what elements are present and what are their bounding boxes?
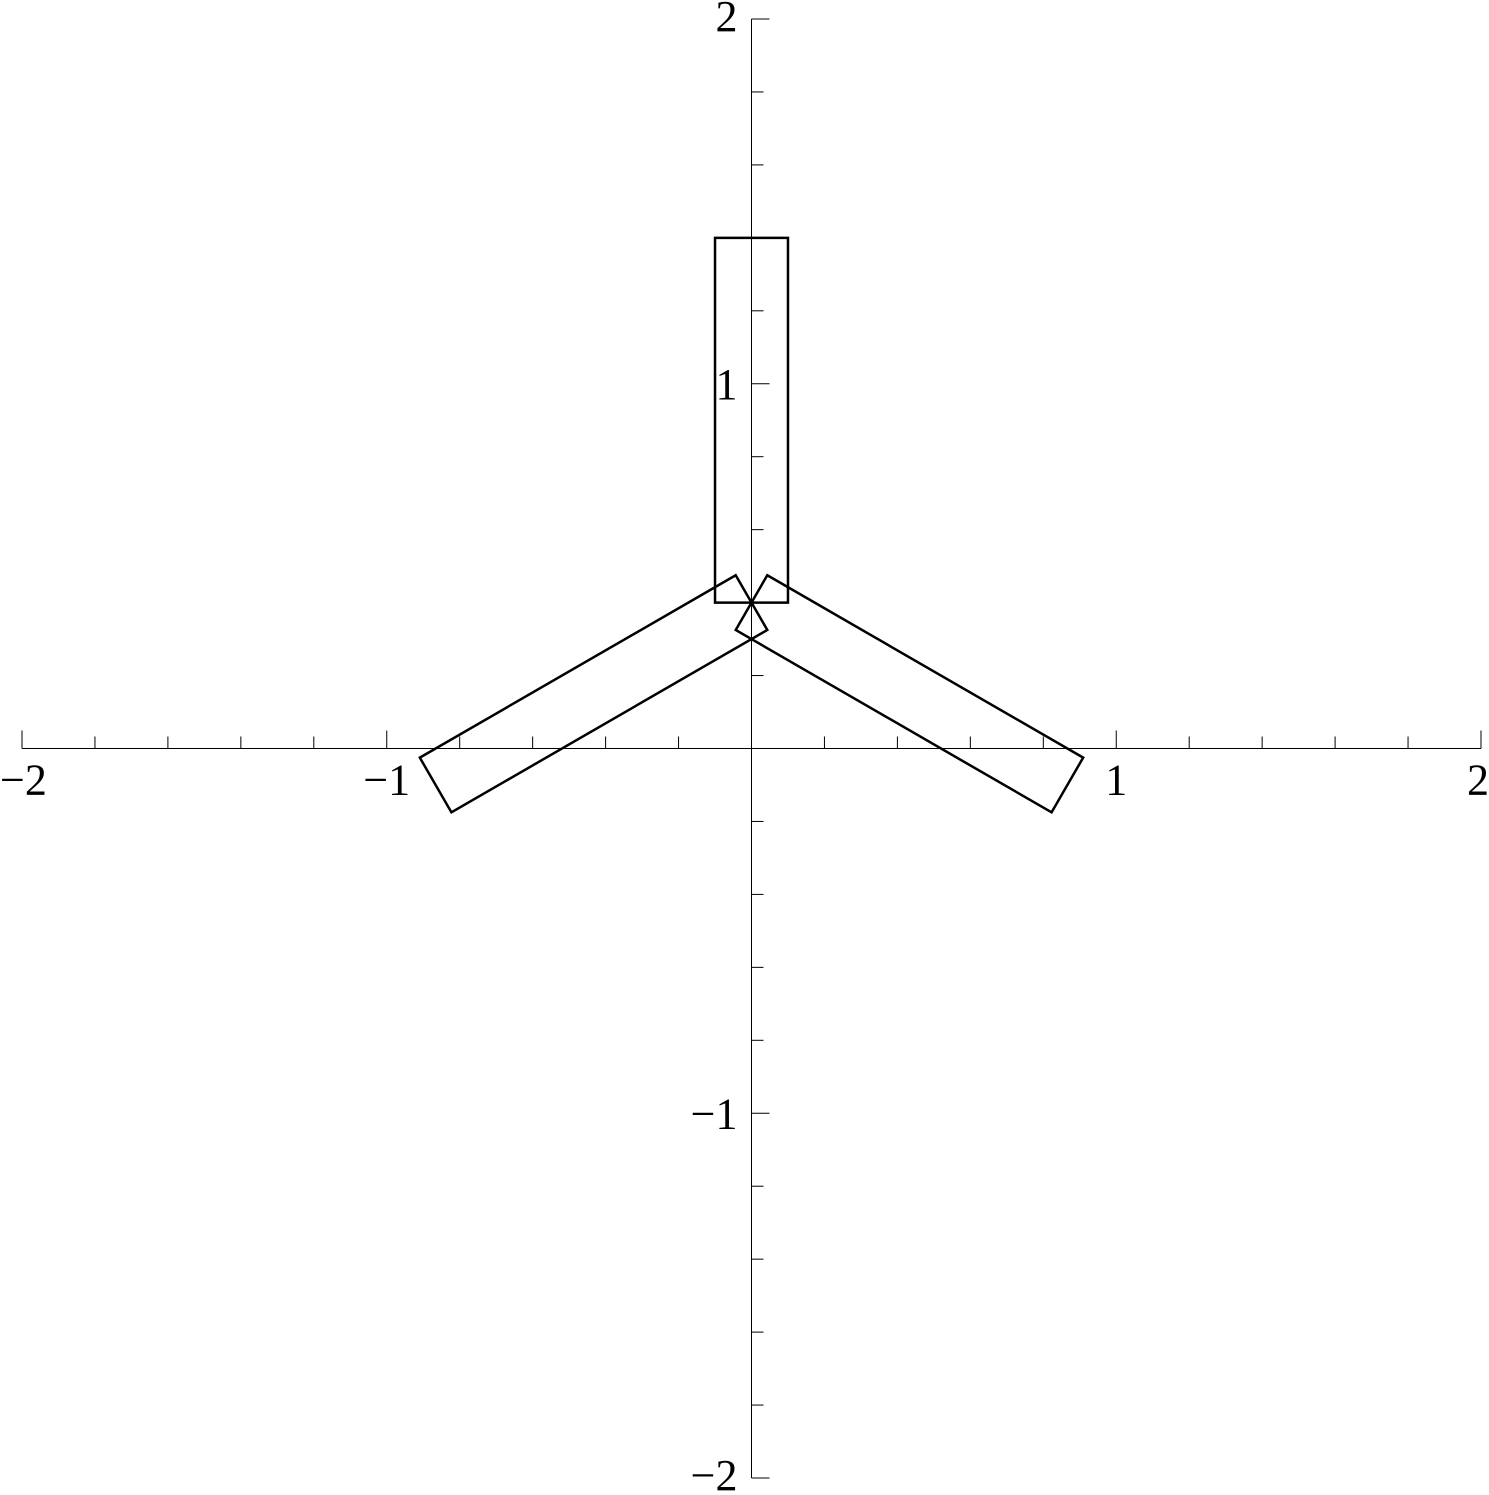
y-tick-label: −1 — [691, 1089, 738, 1138]
y-tick-label: 2 — [716, 0, 738, 41]
x-tick-label: 1 — [1105, 756, 1127, 805]
shapes — [418, 236, 1085, 815]
y-tick-label: 1 — [716, 360, 738, 409]
y-tick-label: −2 — [691, 1451, 738, 1495]
x-tick-label: −1 — [363, 756, 410, 805]
x-tick-label: −2 — [0, 756, 47, 805]
rectangle-right-shape — [734, 573, 1085, 815]
rectangle-left-shape — [418, 573, 769, 815]
rectangle-vertical-shape — [713, 236, 790, 604]
x-tick-label: 2 — [1467, 756, 1489, 805]
axes — [22, 19, 1481, 1478]
